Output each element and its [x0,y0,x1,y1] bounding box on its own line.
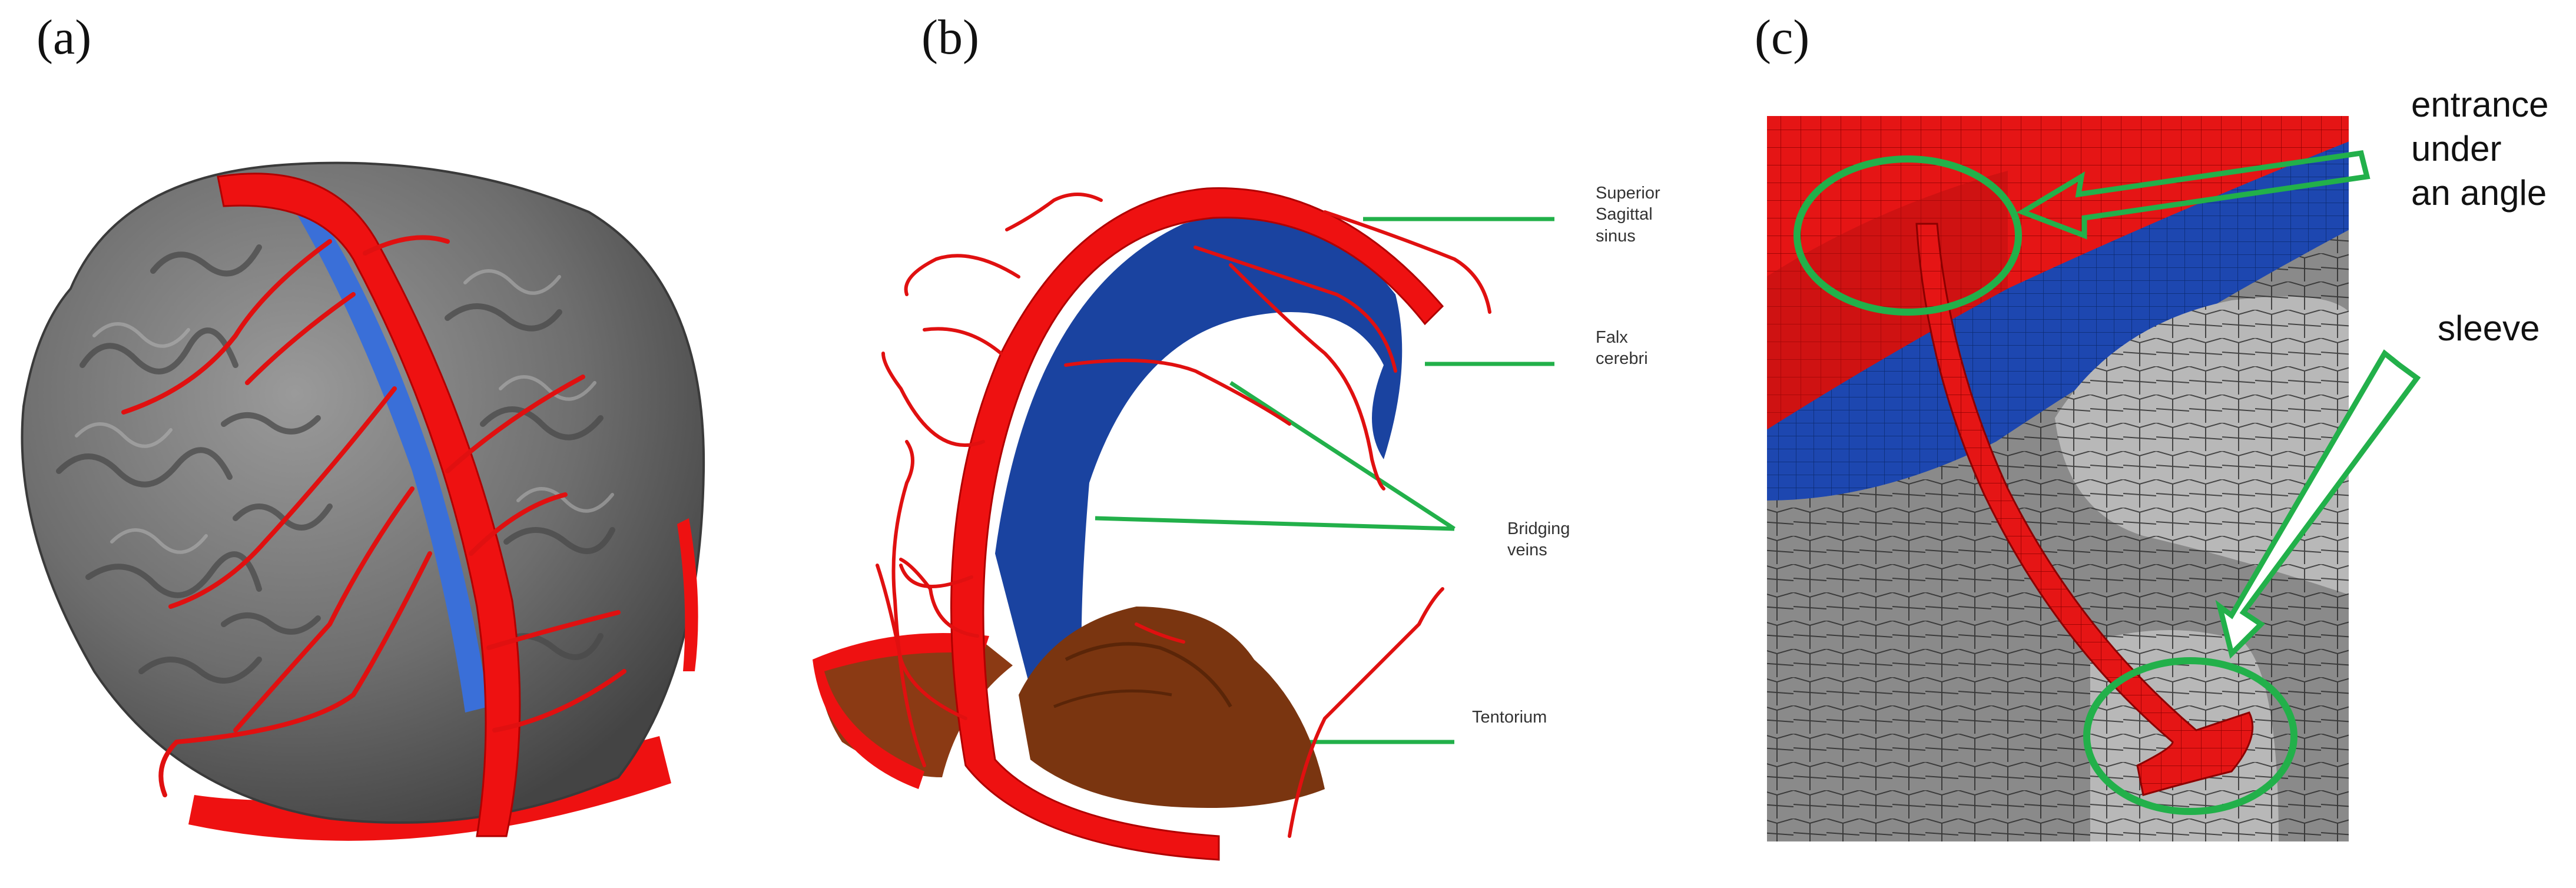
panel-label-a: (a) [37,10,92,65]
label-bridging-line-2: veins [1507,541,1547,560]
label-superior-sagittal-sinus: Superior Sagittal sinus [1596,183,1660,247]
label-tentorium-line-1: Tentorium [1472,708,1547,727]
label-entrance-line-3: an angle [2411,173,2547,213]
label-sleeve-line-1: sleeve [2438,309,2540,348]
panel-c-mesh-closeup [1766,115,2421,843]
sleeve-circle [2083,657,2297,815]
label-superior-line-1: Superior [1596,184,1660,203]
label-entrance-line-2: under [2411,129,2502,168]
panel-a-brain-illustration [21,161,705,841]
entrance-circle [1793,155,2022,316]
falx-cerebri-b [995,215,1403,707]
label-entrance-line-1: entrance [2411,85,2549,124]
bridging-veins-b [876,193,1491,838]
entrance-arrow [2016,150,2371,240]
bridging-vein-mesh [1915,223,2254,796]
tentorium-right-b [1019,607,1325,808]
gyri-texture [56,244,615,684]
falx-mesh [1766,118,2349,501]
panel-label-c: (c) [1755,10,1810,65]
label-falx-line-1: Falx [1596,328,1628,347]
tissue-lump-lower [1766,503,2096,842]
label-falx-cerebri: Falx cerebri [1596,327,1648,370]
label-bridging-veins: Bridging veins [1507,518,1570,561]
sinus-mesh [1766,115,2349,430]
superior-sagittal-sinus-a [217,173,521,837]
leader-lines-b [1095,217,1554,744]
label-superior-line-3: sinus [1596,226,1636,246]
label-falx-line-2: cerebri [1596,349,1648,369]
superior-sagittal-sinus-b [950,187,1444,861]
falx-a [289,194,489,713]
sleeve-arrow [2215,349,2421,659]
panel-b-anatomy-illustration [813,187,1554,861]
tissue-lump-right [2055,296,2349,595]
label-superior-line-2: Sagittal [1596,205,1653,224]
bridging-veins-a [121,235,626,797]
panel-label-b: (b) [921,10,979,65]
label-bridging-line-1: Bridging [1507,519,1570,538]
label-tentorium: Tentorium [1472,707,1547,728]
label-sleeve: sleeve [2438,306,2539,350]
label-entrance: entrance under an angle [2411,82,2549,215]
